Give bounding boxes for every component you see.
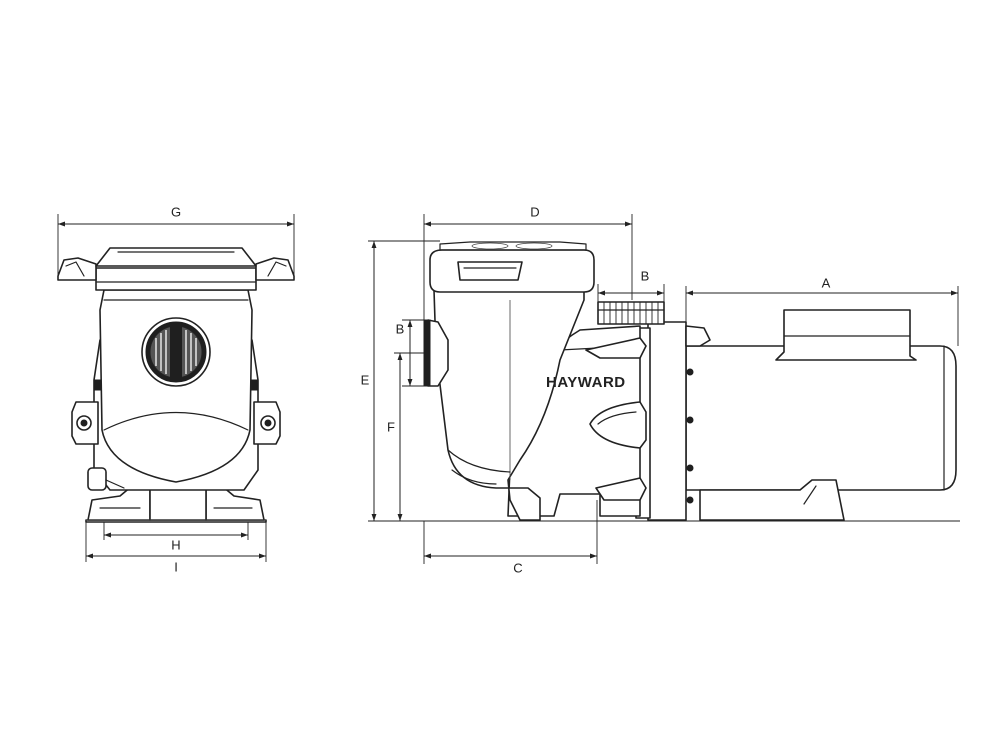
dim-E: E <box>361 240 440 522</box>
dim-label-H: H <box>171 537 180 552</box>
dimensions: G H I D B <box>57 204 959 575</box>
dim-label-D: D <box>530 204 539 219</box>
side-strainer-housing <box>433 289 585 521</box>
dim-label-B-top: B <box>641 268 650 283</box>
brand-logo-text: HAYWARD <box>546 374 626 391</box>
dim-G: G <box>57 204 295 278</box>
side-motor <box>685 309 957 521</box>
dim-A: A <box>685 275 959 346</box>
front-right-bolt <box>253 401 281 445</box>
side-view: HAYWARD <box>423 241 960 522</box>
dim-label-F: F <box>387 419 395 434</box>
dim-label-B-inlet: B <box>396 321 405 336</box>
front-left-bolt <box>71 401 99 445</box>
front-view <box>57 247 295 523</box>
dim-H: H <box>103 522 249 552</box>
dim-B-top: B <box>597 268 665 302</box>
side-discharge-port <box>597 301 665 325</box>
dim-B-inlet: B <box>396 319 426 387</box>
side-lid <box>429 241 595 293</box>
dim-I: I <box>85 522 267 574</box>
dim-F: F <box>387 352 424 521</box>
side-inlet-port <box>423 319 449 387</box>
dim-D: D <box>423 204 633 320</box>
dim-C: C <box>423 500 598 575</box>
front-switch <box>87 467 125 491</box>
front-base <box>85 485 267 523</box>
front-inlet-port <box>141 317 211 387</box>
dim-label-G: G <box>171 204 181 219</box>
front-lid <box>57 247 295 291</box>
dim-label-C: C <box>513 560 522 575</box>
dim-label-I: I <box>174 559 178 574</box>
dim-label-E: E <box>361 372 370 387</box>
dim-label-A: A <box>822 275 831 290</box>
